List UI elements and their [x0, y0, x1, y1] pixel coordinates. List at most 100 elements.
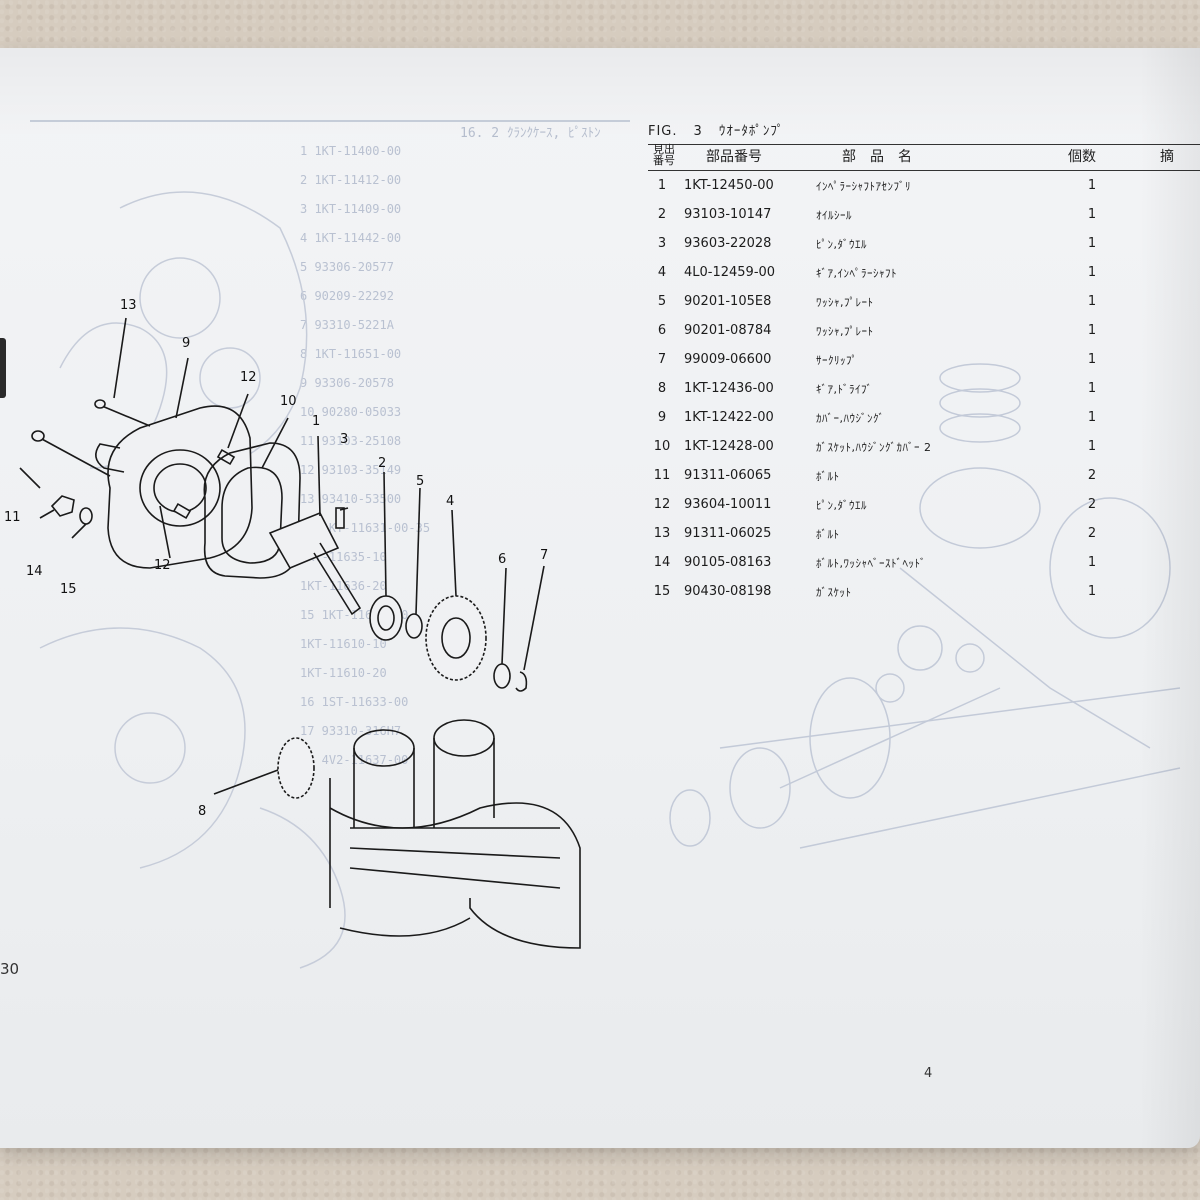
row-part-number: 91311-06065: [684, 468, 772, 483]
row-ref-number: 2: [657, 207, 667, 222]
bleed-row: 5 93306-20577: [300, 260, 394, 274]
bleed-row: 1KT-11636-20: [300, 579, 387, 593]
callout-8: 8: [198, 804, 207, 819]
callout-11: 11: [4, 510, 21, 525]
page-number-left: 30: [0, 960, 20, 978]
row-quantity: 2: [1087, 497, 1097, 512]
row-quantity: 1: [1087, 352, 1097, 367]
bleed-row: 1 1KT-11400-00: [300, 144, 402, 158]
row-ref-number: 9: [657, 410, 667, 425]
row-quantity: 1: [1087, 294, 1097, 309]
bleed-row: 7 93310-5221A: [300, 318, 394, 332]
row-part-name: ﾜｯｼｬ,ﾌﾟﾚｰﾄ: [816, 325, 874, 338]
row-ref-number: 5: [657, 294, 667, 309]
row-part-number: 93103-10147: [684, 207, 772, 222]
row-part-name: ﾜｯｼｬ,ﾌﾟﾚｰﾄ: [816, 296, 874, 309]
row-part-number: 90201-105E8: [684, 294, 772, 309]
callout-2: 2: [378, 456, 387, 471]
row-part-name: ｲﾝﾍﾟﾗｰｼｬﾌﾄｱｾﾝﾌﾞﾘ: [816, 180, 911, 193]
figure-label: FIG.: [648, 124, 678, 139]
header-remarks: 摘: [1160, 146, 1174, 166]
row-part-number: 93603-22028: [684, 236, 772, 251]
row-quantity: 2: [1087, 468, 1097, 483]
row-part-name: ﾋﾟﾝ,ﾀﾞｳｴﾙ: [816, 499, 867, 512]
row-ref-number: 10: [653, 439, 671, 454]
bleed-row: 1KT-11610-20: [300, 666, 387, 680]
bleed-row: 17 93310-316H7: [300, 724, 402, 738]
row-part-name: ｶﾊﾞｰ,ﾊｳｼﾞﾝｸﾞ: [816, 412, 885, 425]
bleed-crankshaft-drawing: [669, 363, 1181, 849]
bleed-header-line: [30, 120, 630, 123]
bleed-row: 2 1KT-11412-00: [300, 173, 402, 187]
table-header-rule-top: [648, 144, 1200, 145]
bleed-row: 4 1KT-11442-00: [300, 231, 402, 245]
row-ref-number: 12: [653, 497, 671, 512]
row-ref-number: 13: [653, 526, 671, 541]
callout-12-top: 12: [240, 370, 257, 385]
row-ref-number: 8: [657, 381, 667, 396]
row-part-name: ﾎﾞﾙﾄ,ﾜｯｼｬﾍﾞｰｽﾄﾞﾍｯﾄﾞ: [816, 557, 926, 570]
table-row: 5 90201-105E8 ﾜｯｼｬ,ﾌﾟﾚｰﾄ 1: [648, 294, 1200, 320]
bleed-row: 1KT-11610-10: [300, 637, 387, 651]
callout-13: 13: [120, 298, 137, 313]
binder-tab: [0, 338, 6, 398]
bleed-row: 3 1KT-11409-00: [300, 202, 402, 216]
bleed-row: 6 90209-22292: [300, 289, 394, 303]
page-number-right: 4: [924, 1066, 933, 1081]
bleed-row: 9 93306-20578: [300, 376, 394, 390]
row-quantity: 1: [1087, 584, 1097, 599]
callout-5: 5: [416, 474, 425, 489]
callout-9: 9: [182, 336, 191, 351]
callout-1: 1: [312, 414, 321, 429]
row-ref-number: 11: [653, 468, 671, 483]
row-part-name: ｵｲﾙｼｰﾙ: [816, 209, 852, 222]
row-ref-number: 6: [657, 323, 667, 338]
exploded-parts-diagram: [19, 191, 1181, 969]
row-part-number: 93604-10011: [684, 497, 772, 512]
bleed-row: 12 93103-35149: [300, 463, 402, 477]
page-curve-shadow: [0, 48, 1200, 138]
pump-parts: [19, 317, 581, 949]
row-part-name: ｶﾞｽｹｯﾄ: [816, 586, 852, 599]
header-part-number: 部品番号: [706, 149, 762, 165]
bleed-row: 14 1KT-11631-00-35: [300, 521, 431, 535]
row-quantity: 1: [1087, 236, 1097, 251]
header-ref-number: 見出番号: [653, 143, 675, 167]
row-quantity: 1: [1087, 178, 1097, 193]
bleed-row: 11 93103-25108: [300, 434, 402, 448]
callout-6: 6: [498, 552, 507, 567]
figure-number: 3: [693, 124, 703, 139]
figure-name: ｳｵｰﾀﾎﾟﾝﾌﾟ: [718, 124, 785, 139]
table-row: 12 93604-10011 ﾋﾟﾝ,ﾀﾞｳｴﾙ 2: [648, 497, 1200, 523]
bleed-row: 13 93410-53500: [300, 492, 402, 506]
row-part-number: 90201-08784: [684, 323, 772, 338]
row-ref-number: 14: [653, 555, 671, 570]
callout-15: 15: [60, 582, 77, 597]
callout-14: 14: [26, 564, 43, 579]
row-quantity: 1: [1087, 265, 1097, 280]
row-part-number: 1KT-12422-00: [684, 410, 774, 425]
row-quantity: 1: [1087, 381, 1097, 396]
table-row: 11 91311-06065 ﾎﾞﾙﾄ 2: [648, 468, 1200, 494]
row-quantity: 1: [1087, 323, 1097, 338]
callout-12-bottom: 12: [154, 558, 171, 573]
row-part-number: 4L0-12459-00: [684, 265, 776, 280]
bleed-row: 10 90280-05033: [300, 405, 402, 419]
row-part-name: ｷﾞｱ,ﾄﾞﾗｲﾌﾞ: [816, 383, 873, 396]
row-part-number: 1KT-12428-00: [684, 439, 774, 454]
header-quantity: 個数: [1068, 149, 1096, 165]
row-part-name: ﾎﾞﾙﾄ: [816, 470, 840, 483]
row-ref-number: 7: [657, 352, 667, 367]
callout-7: 7: [540, 548, 549, 563]
page-edge-shadow: [1140, 48, 1200, 1148]
